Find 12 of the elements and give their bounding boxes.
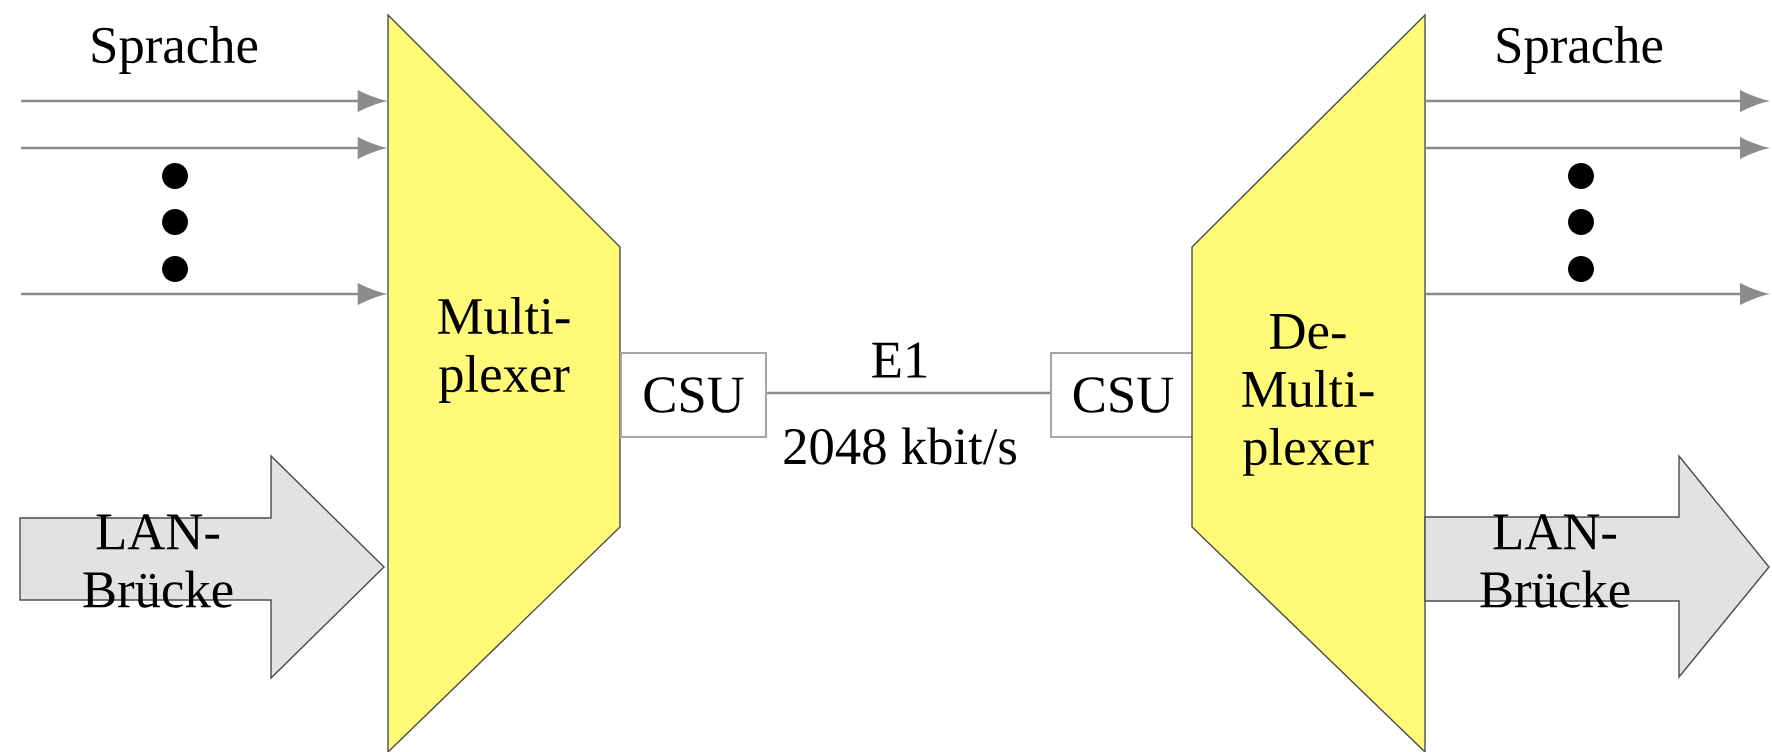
- arrow: [1425, 137, 1767, 159]
- csu-box: CSU: [1049, 351, 1197, 439]
- arrow: [1425, 90, 1767, 112]
- signal-label: 2048 kbit/s: [780, 425, 1020, 467]
- arrow: [21, 283, 385, 305]
- csu-box: CSU: [619, 351, 768, 439]
- edge-label: E1: [868, 340, 932, 380]
- arrow: [21, 137, 385, 159]
- signal-label: Sprache: [1492, 24, 1666, 76]
- arrow: [1425, 283, 1767, 305]
- signal-label: Sprache: [87, 24, 261, 76]
- arrow: [21, 90, 385, 112]
